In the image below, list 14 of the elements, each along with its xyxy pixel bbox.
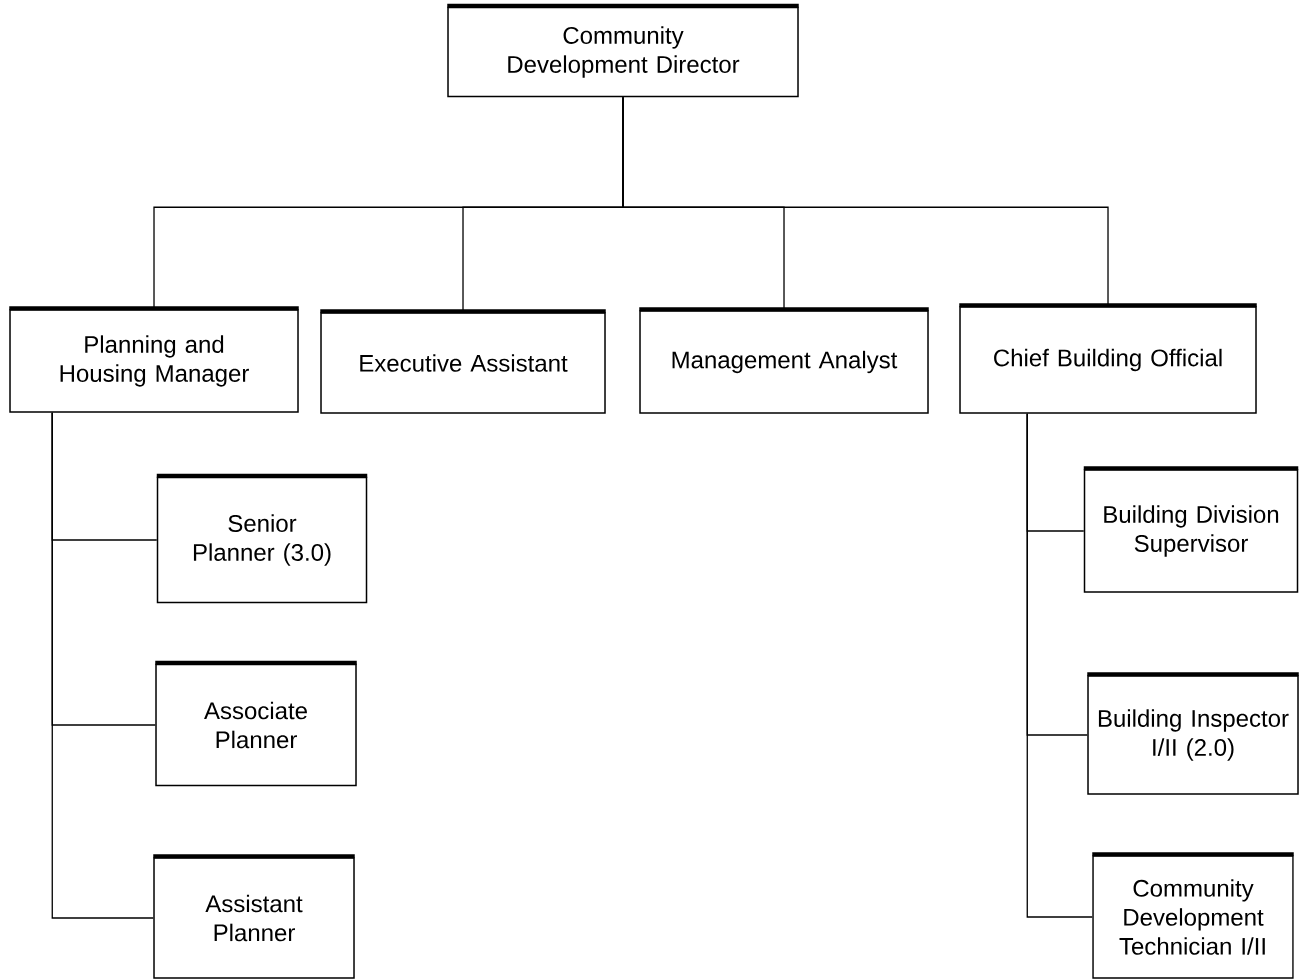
position-box: Community Development Director	[447, 3, 799, 98]
connector-line	[1026, 413, 1093, 918]
position-box: Executive Assistant	[320, 309, 606, 414]
position-box: Associate Planner	[155, 660, 357, 787]
position-box: Building Inspector I/II (2.0)	[1087, 672, 1299, 795]
connector-line	[51, 412, 154, 919]
position-box: Community Development Technician I/II	[1092, 852, 1294, 979]
position-box: Management Analyst	[639, 307, 929, 414]
connector-line	[622, 96, 1109, 307]
position-box: Building Division Supervisor	[1083, 466, 1299, 593]
position-box: Chief Building Official	[959, 303, 1257, 414]
position-box: Senior Planner (3.0)	[156, 473, 368, 604]
position-box: Planning and Housing Manager	[9, 306, 299, 413]
position-box: Assistant Planner	[153, 854, 355, 979]
